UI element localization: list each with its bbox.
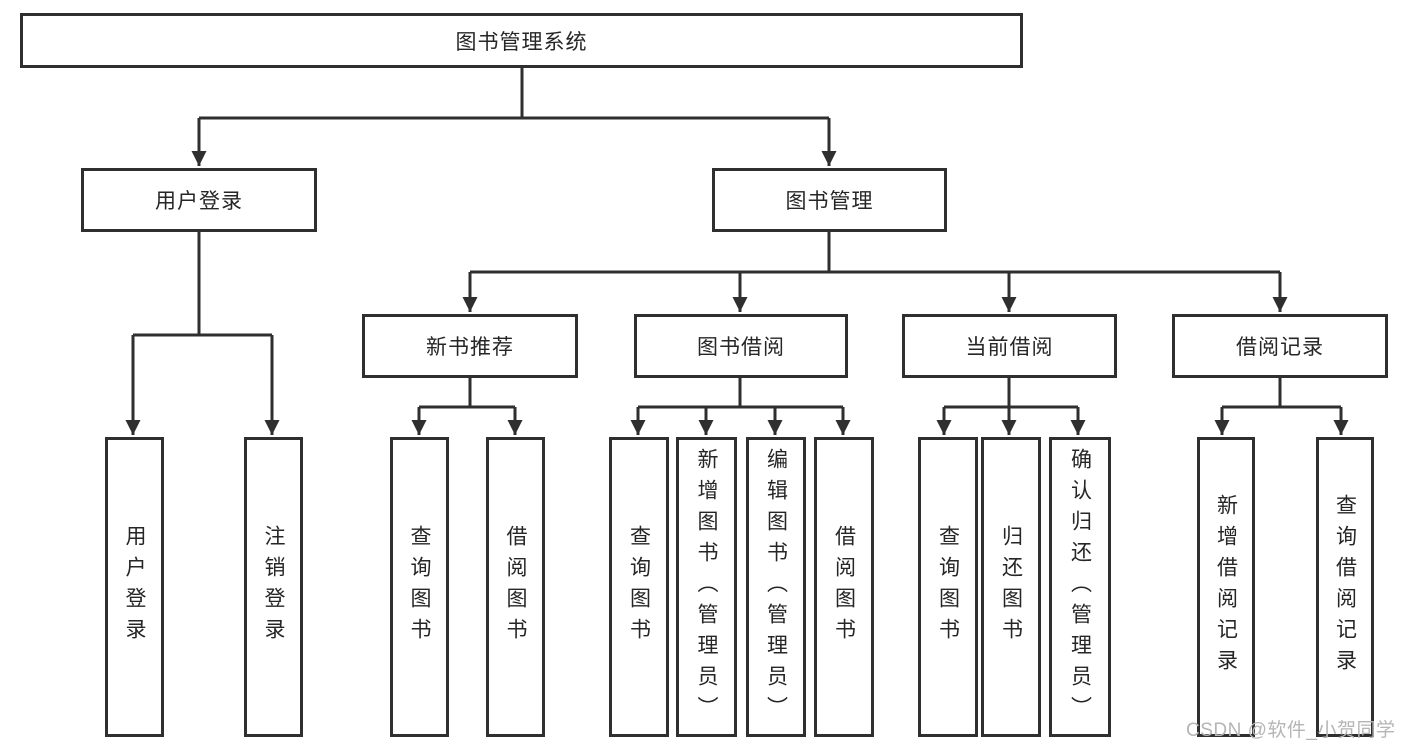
node-label: 图书借阅 — [697, 336, 785, 359]
leaf-user-login: 用户登录 — [105, 437, 164, 737]
node-current-borrow: 当前借阅 — [902, 314, 1117, 378]
leaf-label: 查询图书 — [936, 525, 960, 649]
leaf-edit-books-admin: 编辑图书（管理员） — [746, 437, 806, 737]
leaf-add-borrow-record: 新增借阅记录 — [1197, 437, 1255, 737]
leaf-label: 查询图书 — [627, 525, 651, 649]
node-label: 图书管理 — [785, 190, 874, 213]
leaf-add-books-admin: 新增图书（管理员） — [676, 437, 737, 737]
leaf-label: 注销登录 — [262, 525, 285, 649]
leaf-return-books: 归还图书 — [981, 437, 1041, 737]
leaf-label: 借阅图书 — [504, 525, 527, 649]
leaf-logout: 注销登录 — [244, 437, 303, 737]
node-label: 当前借阅 — [965, 336, 1054, 359]
node-library-management-system: 图书管理系统 — [20, 13, 1023, 68]
leaf-borrow-books: 借阅图书 — [814, 437, 874, 737]
leaf-confirm-return-admin: 确认归还（管理员） — [1049, 437, 1111, 737]
node-user-login: 用户登录 — [81, 168, 317, 232]
node-label: 图书管理系统 — [455, 30, 588, 54]
leaf-label: 用户登录 — [123, 525, 146, 649]
leaf-query-books-recommend: 查询图书 — [390, 437, 449, 737]
node-borrow-records: 借阅记录 — [1172, 314, 1388, 378]
node-label: 用户登录 — [155, 190, 243, 213]
node-new-book-recommend: 新书推荐 — [362, 314, 578, 378]
leaf-label: 编辑图书（管理员） — [764, 447, 788, 727]
leaf-label: 查询图书 — [408, 525, 431, 649]
leaf-query-books-current: 查询图书 — [918, 437, 978, 737]
node-book-management: 图书管理 — [712, 168, 947, 232]
leaf-borrow-books-recommend: 借阅图书 — [486, 437, 545, 737]
leaf-label: 查询借阅记录 — [1333, 494, 1357, 680]
node-label: 新书推荐 — [426, 336, 514, 359]
leaf-query-borrow-record: 查询借阅记录 — [1316, 437, 1374, 737]
leaf-label: 确认归还（管理员） — [1068, 447, 1092, 727]
node-book-borrow: 图书借阅 — [634, 314, 848, 378]
leaf-label: 归还图书 — [999, 525, 1023, 649]
leaf-query-books-borrow: 查询图书 — [609, 437, 669, 737]
csdn-watermark: CSDN @软件_小贺同学 — [1186, 720, 1396, 741]
leaf-label: 新增图书（管理员） — [695, 447, 718, 727]
leaf-label: 新增借阅记录 — [1214, 494, 1238, 680]
leaf-label: 借阅图书 — [832, 525, 856, 649]
node-label: 借阅记录 — [1236, 336, 1324, 359]
